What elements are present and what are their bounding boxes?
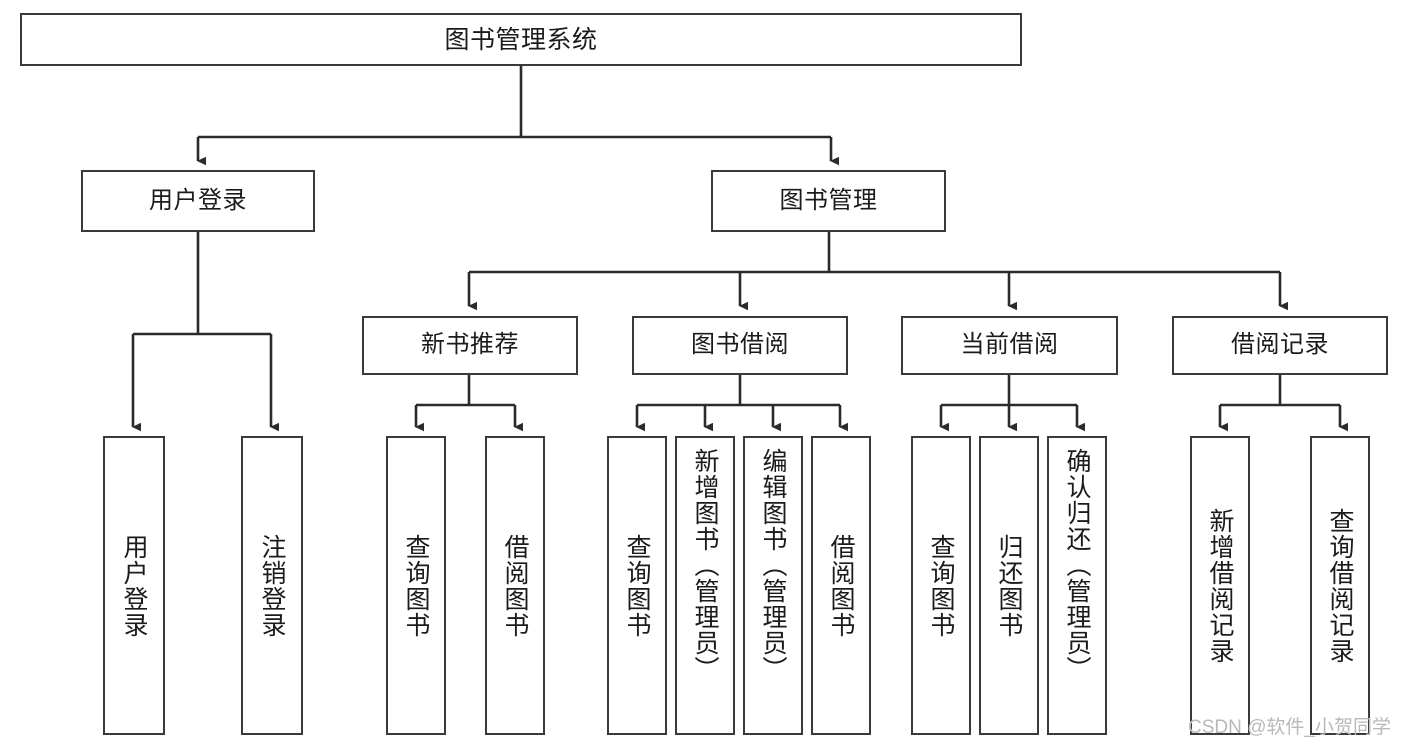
node-label: 新增图书（管理员）	[691, 448, 719, 682]
node-label: 借阅图书	[827, 533, 855, 638]
node-label: 查询图书	[927, 533, 955, 638]
leaf-new-book-borrow-book[interactable]: 借阅图书	[485, 436, 545, 735]
node-label: 查询图书	[623, 533, 651, 638]
leaf-user-login-login[interactable]: 用户登录	[103, 436, 165, 735]
node-label: 新增借阅记录	[1206, 507, 1234, 664]
leaf-new-book-query-book[interactable]: 查询图书	[386, 436, 446, 735]
node-label: 借阅记录	[1231, 331, 1329, 359]
leaf-current-borrow-return-book[interactable]: 归还图书	[979, 436, 1039, 735]
node-label: 查询图书	[402, 533, 430, 638]
node-user-login[interactable]: 用户登录	[81, 170, 315, 232]
node-label: 借阅图书	[501, 533, 529, 638]
leaf-book-borrow-add-book-admin[interactable]: 新增图书（管理员）	[675, 436, 735, 735]
leaf-current-borrow-confirm-return-admin[interactable]: 确认归还（管理员）	[1047, 436, 1107, 735]
node-book-management[interactable]: 图书管理	[711, 170, 946, 232]
leaf-book-borrow-borrow-book[interactable]: 借阅图书	[811, 436, 871, 735]
node-label: 注销登录	[258, 533, 286, 638]
node-label: 用户登录	[120, 533, 148, 638]
node-current-borrow[interactable]: 当前借阅	[901, 316, 1118, 375]
node-label: 归还图书	[995, 533, 1023, 638]
node-new-book-recommendation[interactable]: 新书推荐	[362, 316, 578, 375]
node-label: 用户登录	[149, 186, 247, 214]
node-label: 确认归还（管理员）	[1063, 448, 1091, 682]
leaf-borrow-record-add-record[interactable]: 新增借阅记录	[1190, 436, 1250, 735]
node-label: 新书推荐	[421, 331, 519, 359]
node-label: 当前借阅	[960, 331, 1059, 359]
node-label: 图书管理	[779, 186, 878, 214]
node-root-book-management-system[interactable]: 图书管理系统	[20, 13, 1022, 66]
node-book-borrow[interactable]: 图书借阅	[632, 316, 848, 375]
node-label: 查询借阅记录	[1326, 507, 1354, 664]
leaf-user-login-logout[interactable]: 注销登录	[241, 436, 303, 735]
leaf-borrow-record-query-record[interactable]: 查询借阅记录	[1310, 436, 1370, 735]
leaf-book-borrow-edit-book-admin[interactable]: 编辑图书（管理员）	[743, 436, 803, 735]
node-label: 图书管理系统	[444, 25, 598, 54]
node-label: 图书借阅	[691, 331, 789, 359]
node-label: 编辑图书（管理员）	[759, 448, 787, 682]
watermark-text: CSDN @软件_小贺同学	[1188, 717, 1391, 738]
leaf-book-borrow-query-book[interactable]: 查询图书	[607, 436, 667, 735]
node-borrow-record[interactable]: 借阅记录	[1172, 316, 1388, 375]
leaf-current-borrow-query-book[interactable]: 查询图书	[911, 436, 971, 735]
